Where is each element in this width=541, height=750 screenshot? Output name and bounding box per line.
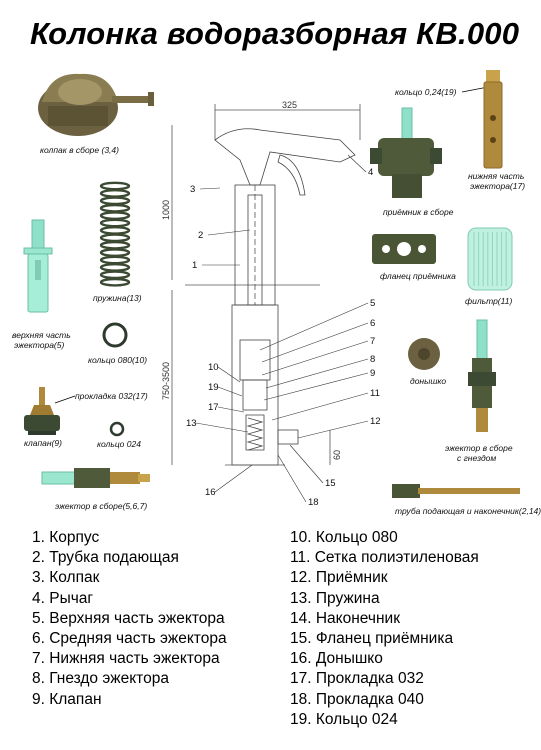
callout-leader-line — [261, 322, 369, 363]
ring-080-photo — [102, 322, 128, 348]
valve-photo — [24, 387, 60, 435]
filter-photo — [467, 227, 513, 291]
callout-number: 10 — [208, 362, 219, 373]
callout-number: 13 — [186, 418, 197, 429]
ejector-lower-caption-2: эжектора(17) — [470, 181, 526, 191]
legend-item: 11. Сетка полиэтиленовая — [290, 549, 479, 567]
receiver-assembly-caption: приёмник в сборе — [383, 207, 454, 217]
callout-leader-line — [297, 420, 369, 439]
dim-height-bottom: 750-3500 — [161, 362, 171, 400]
callout-leader-line — [277, 454, 307, 503]
callout-leader-line — [207, 229, 251, 236]
legend-item: 1. Корпус — [32, 529, 100, 546]
legend-item: 7. Нижняя часть эжектора — [32, 650, 220, 668]
callout-number: 12 — [370, 416, 381, 427]
ring-024-photo — [109, 421, 125, 437]
legend-item: 5. Верхняя часть эжектора — [32, 609, 225, 627]
callout-number: 2 — [198, 230, 203, 241]
legend-left-column: 1. Корпус 2. Трубка подающая 3. Колпак 4. Р… — [32, 528, 227, 710]
receiver-flange-caption: фланец приёмника — [380, 271, 456, 281]
callout-number: 4 — [368, 167, 373, 178]
callout-number: 1 — [192, 260, 197, 271]
callout-leader-line — [265, 358, 369, 389]
ejector-lower-caption-1: нижняя часть — [468, 171, 525, 181]
callout-leader-line — [263, 372, 369, 401]
ejector-with-seat-photo — [468, 319, 496, 432]
gasket-032-leader — [54, 395, 76, 404]
dim-width: 325 — [282, 100, 297, 110]
callout-leader-line — [347, 154, 367, 173]
legend-item: 6. Средняя часть эжектора — [32, 630, 227, 648]
legend-item: 17. Прокладка 032 — [290, 670, 424, 688]
legend-item: 12. Приёмник — [290, 569, 388, 587]
spring-caption: пружина(13) — [93, 293, 142, 303]
callout-leader-line — [259, 302, 369, 351]
receiver-flange-photo — [372, 234, 436, 264]
legend-item: 13. Пружина — [290, 589, 380, 607]
callout-leader-line — [261, 340, 369, 376]
ejector-with-seat-caption-1: эжектор в сборе — [445, 443, 513, 453]
legend-item: 10. Кольцо 080 — [290, 529, 398, 546]
filter-caption: фильтр(11) — [465, 296, 513, 306]
ejector-assembly-caption: эжектор в сборе(5,6,7) — [55, 501, 148, 511]
dim-small: 60 — [332, 450, 342, 460]
legend-item: 2. Трубка подающая — [32, 549, 179, 567]
valve-caption: клапан(9) — [24, 438, 62, 448]
legend-right-column: 10. Кольцо 080 11. Сетка полиэтиленовая 12… — [290, 528, 479, 730]
feed-pipe-caption: труба подающая и наконечник(2,14) — [395, 506, 541, 516]
callout-leader-line — [217, 406, 245, 413]
callout-leader-line — [217, 366, 241, 383]
callout-leader-line — [217, 386, 243, 397]
callout-number: 5 — [370, 298, 375, 309]
callout-leader-line — [271, 392, 369, 421]
legend-item: 18. Прокладка 040 — [290, 690, 424, 708]
callout-leader-line — [199, 187, 221, 190]
callout-number: 15 — [325, 478, 336, 489]
legend-item: 16. Донышко — [290, 650, 383, 668]
legend-item: 9. Клапан — [32, 690, 102, 708]
bottom-cap-caption: донышко — [410, 376, 447, 386]
callout-number: 16 — [205, 487, 216, 498]
ejector-lower-photo — [483, 70, 503, 169]
feed-pipe-photo — [392, 484, 520, 498]
legend-item: 3. Колпак — [32, 569, 100, 587]
ejector-upper-caption-2: эжектора(5) — [14, 340, 65, 350]
callout-number: 17 — [208, 402, 219, 413]
legend-item: 15. Фланец приёмника — [290, 630, 454, 648]
hydrant-schematic: 325 1000 750-3500 60 1234567891011121315… — [161, 100, 381, 508]
page-title: Колонка водоразборная КВ.000 — [30, 16, 520, 51]
callout-number: 6 — [370, 318, 375, 329]
callout-number: 19 — [208, 382, 219, 393]
callout-leader-line — [195, 422, 249, 433]
cap-assembly-photo — [38, 73, 154, 136]
ejector-with-seat-caption-2: с гнездом — [457, 453, 497, 463]
callout-number: 9 — [370, 368, 375, 379]
ejector-upper-photo — [23, 219, 53, 313]
callout-leader-line — [214, 464, 253, 493]
ring-080-caption: кольцо 080(10) — [88, 355, 148, 365]
receiver-assembly-photo — [370, 107, 442, 198]
callout-number: 8 — [370, 354, 375, 365]
callout-number: 11 — [370, 388, 380, 399]
legend-item: 14. Наконечник — [290, 609, 400, 627]
callout-number: 7 — [370, 336, 375, 347]
ring-024-caption: кольцо 024 — [97, 439, 141, 449]
legend-item: 4. Рычаг — [32, 589, 94, 607]
callout-number: 3 — [190, 184, 195, 195]
bottom-cap-photo — [408, 338, 440, 370]
dim-height-top: 1000 — [161, 200, 171, 220]
cap-assembly-caption: колпак в сборе (3,4) — [40, 145, 119, 155]
spring-photo — [99, 181, 131, 287]
ejector-upper-caption-1: верхняя часть — [12, 330, 71, 340]
ring-top-caption: кольцо 0,24(19) — [395, 87, 457, 97]
callout-leader-line — [289, 444, 324, 484]
legend-item: 8. Гнездо эжектора — [32, 670, 169, 688]
ejector-assembly-photo — [41, 468, 150, 488]
legend-item: 19. Кольцо 024 — [290, 710, 398, 728]
gasket-032-caption: прокладка 032(17) — [75, 391, 148, 401]
callout-number: 18 — [308, 497, 319, 508]
